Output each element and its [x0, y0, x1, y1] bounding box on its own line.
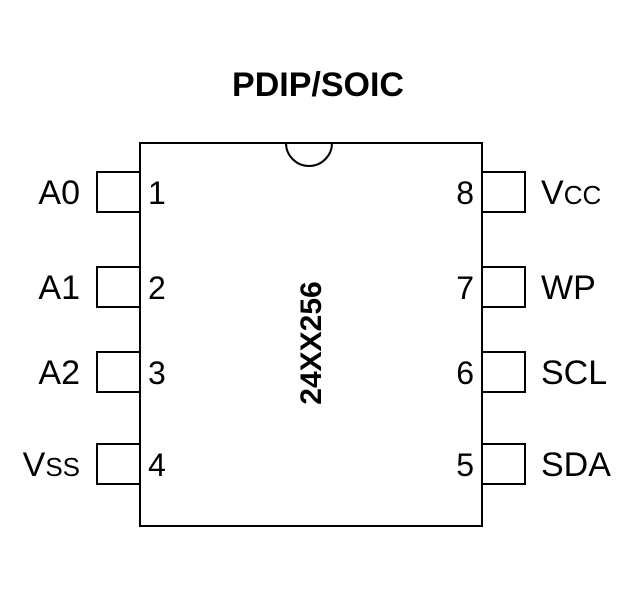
pin-8-name-sub: CC	[564, 180, 602, 210]
pin-7-name: WP	[541, 269, 596, 307]
pin-7-number: 7	[456, 270, 474, 306]
pin-4-lead	[96, 443, 141, 485]
pin-4-number: 4	[148, 447, 166, 483]
pin-5-lead	[481, 443, 526, 485]
chip-body	[139, 142, 483, 527]
pin-8-lead	[481, 171, 526, 213]
pin-1-name: A0	[38, 174, 80, 212]
pin-3-number: 3	[148, 355, 166, 391]
pin-4-name: VSS	[23, 446, 80, 484]
part-number: 24XX256	[295, 281, 328, 404]
pin-3-lead	[96, 351, 141, 393]
pin-8-name: VCC	[541, 174, 601, 212]
pin-2-name: A1	[38, 269, 80, 307]
pin-1-lead	[96, 171, 141, 213]
pin-5-name: SDA	[541, 446, 611, 484]
pin1-notch	[285, 142, 333, 167]
pin-8-number: 8	[456, 175, 474, 211]
pin-6-number: 6	[456, 355, 474, 391]
pin-4-name-main: V	[23, 446, 46, 484]
pin-8-name-main: V	[541, 174, 564, 212]
pin-2-lead	[96, 266, 141, 308]
pin-1-number: 1	[148, 175, 166, 211]
pin-2-number: 2	[148, 270, 166, 306]
pin-4-name-sub: SS	[45, 452, 80, 482]
package-title: PDIP/SOIC	[232, 66, 404, 104]
pin-7-lead	[481, 266, 526, 308]
pin-5-number: 5	[456, 447, 474, 483]
pin-6-name: SCL	[541, 354, 607, 392]
pin-6-lead	[481, 351, 526, 393]
pin-3-name: A2	[38, 354, 80, 392]
